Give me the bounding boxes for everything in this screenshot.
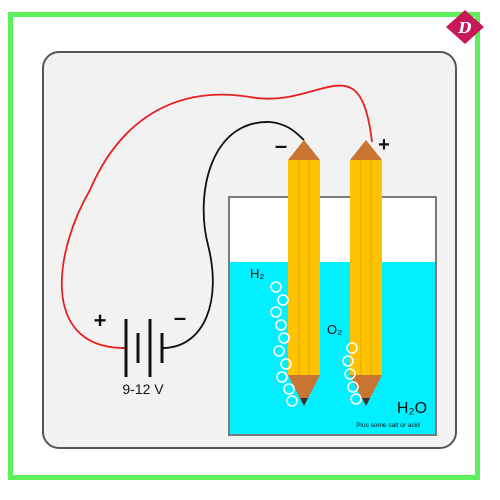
black-wire: [165, 121, 305, 349]
pencil-electrode-left: [288, 140, 320, 406]
water: [230, 262, 435, 434]
outer-frame: [8, 12, 480, 480]
hydrogen-bubbles: [270, 281, 298, 407]
battery-minus-sign: –: [174, 305, 186, 330]
battery: [121, 319, 166, 377]
red-wire: [61, 84, 373, 349]
oxygen-label: O₂: [327, 322, 342, 337]
oxygen-bubbles: [342, 342, 362, 405]
hydrogen-label: H₂: [250, 266, 264, 281]
water-formula: H₂O: [397, 400, 427, 417]
pencil-electrode-right: [350, 140, 382, 406]
water-note: Plus some salt or acid: [356, 422, 420, 429]
battery-plus-sign: +: [94, 308, 107, 333]
right-electrode-sign: +: [378, 134, 390, 156]
logo-badge-letter: D: [457, 19, 471, 37]
left-electrode-sign: –: [275, 133, 287, 158]
battery-voltage-label: 9-12 V: [122, 381, 164, 397]
